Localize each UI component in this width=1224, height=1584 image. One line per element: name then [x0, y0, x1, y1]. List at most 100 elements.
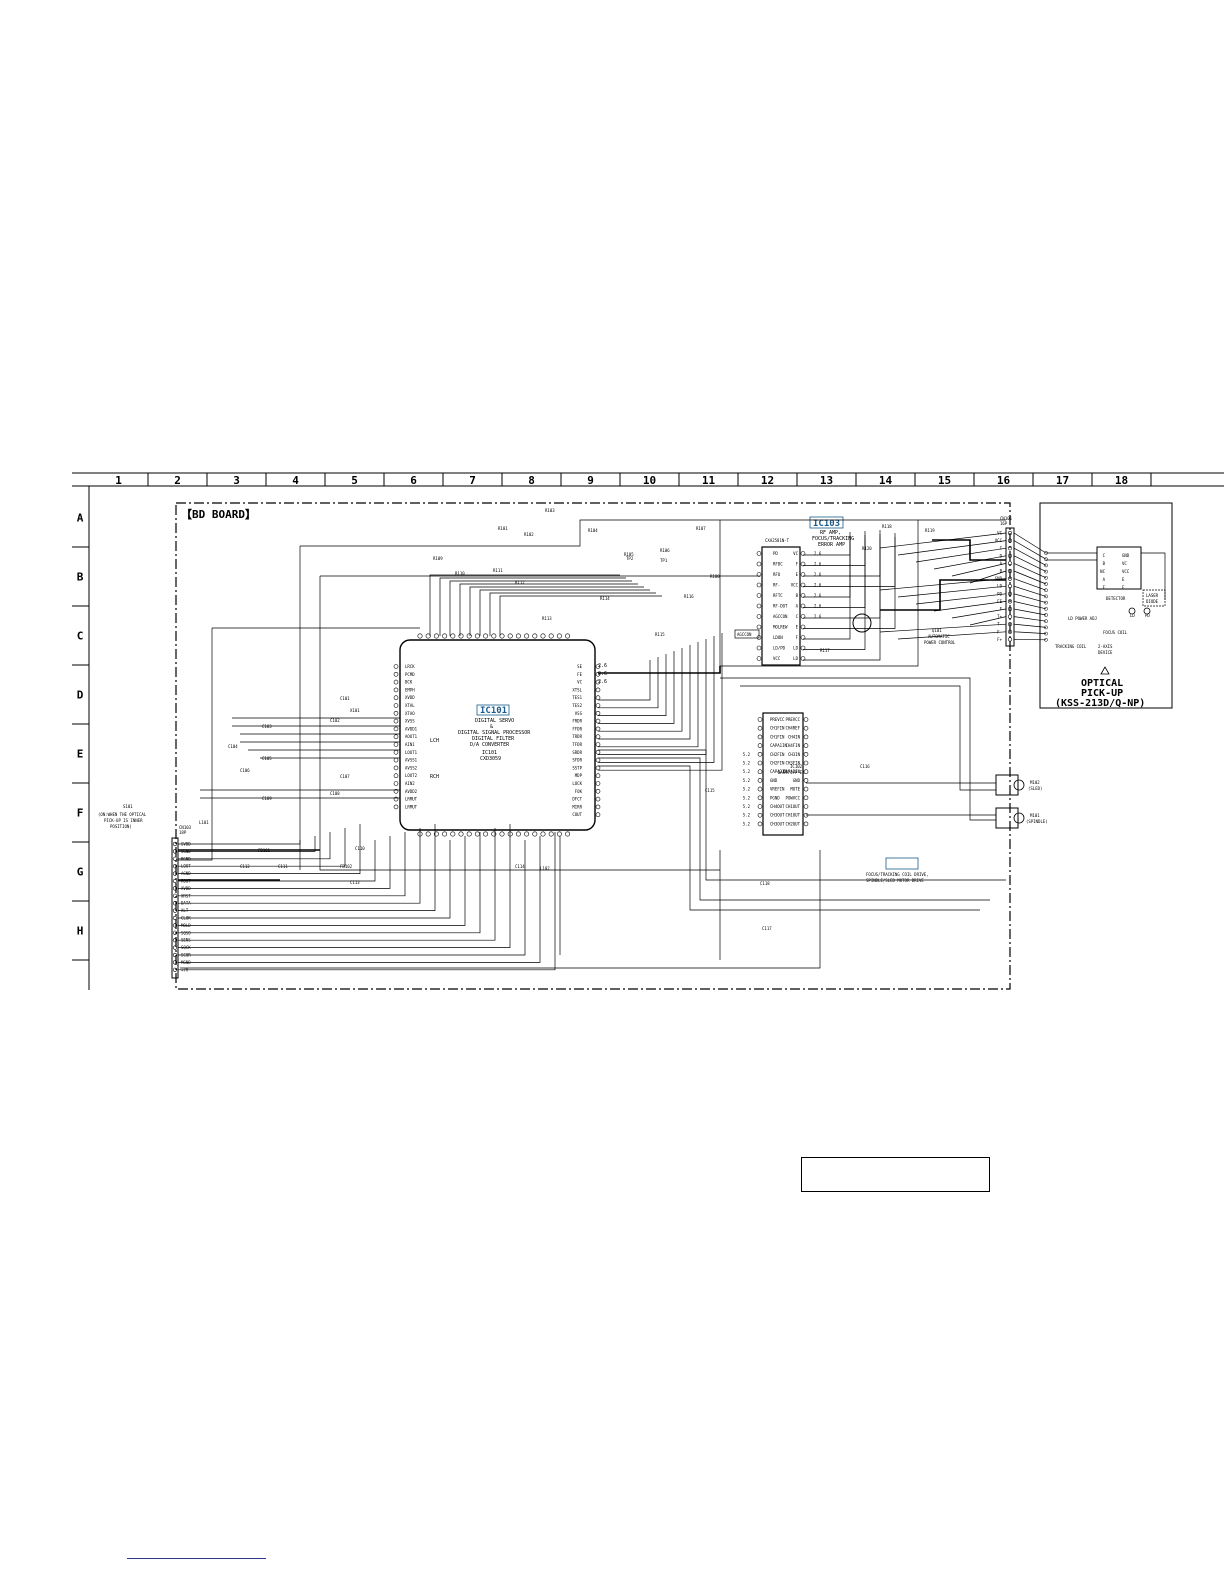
ic102-desc-2: SPINDLE/SLED MOTOR DRIVE [866, 878, 924, 883]
cn101-pin-3: D [1000, 553, 1003, 558]
wire [1013, 623, 1047, 628]
ic101-right-pin-pin-mark [595, 710, 601, 716]
ic103-desc-1: RF AMP, [820, 530, 841, 536]
cn103-pin-mark [172, 908, 178, 913]
ic101-top-pin [458, 633, 464, 639]
wire [933, 555, 1007, 570]
sled-motor-symbol [1013, 779, 1025, 791]
column-label-17: 17 [1056, 474, 1069, 487]
pickup-connector-pin [1044, 600, 1048, 605]
column-label-9: 9 [587, 474, 594, 487]
sled-motor-name: (SLED) [1028, 786, 1042, 791]
cn103-pin-mark [172, 871, 178, 876]
misc-label-3: L102 [540, 866, 550, 871]
column-label-16: 16 [997, 474, 1011, 487]
resistor-label-10: R111 [493, 568, 503, 573]
pickup-connector-pin [1044, 557, 1048, 562]
ic102-right-pin-7: GND [793, 778, 801, 783]
cn103-pin-mark [172, 923, 178, 928]
wire [740, 685, 996, 791]
ic103-left-pin-pin-mark [756, 603, 762, 609]
ic101-top-pin [556, 633, 562, 639]
ic102-left-pin-pin-mark [757, 804, 763, 809]
ic101-desc-3: DIGITAL SIGNAL PROCESSOR [458, 730, 531, 736]
ic103-right-pin-pin-mark [800, 572, 806, 577]
ic102-right-pin-12: CH2OUT [786, 821, 801, 826]
ic103-right-pin-10: LD [793, 656, 798, 661]
pickup-connector-pin [1044, 575, 1048, 580]
heavy-wire [932, 539, 1006, 561]
ic103-right-pin-pin-mark [800, 635, 806, 640]
ic102-left-pin-12: CH3OUT [770, 821, 785, 826]
ic101-badge [476, 704, 510, 716]
pickup-boundary [1039, 502, 1173, 709]
switch-desc-3: POSITION) [110, 824, 132, 829]
cn103-pin-mark [172, 952, 178, 958]
motors: M102 (SLED) M101 (SPINDLE) [995, 774, 1048, 829]
cn101-pin-13: F- [997, 629, 1002, 634]
ic103-value-6: 2.6 [814, 614, 822, 619]
cn101-pin-2: C [1000, 546, 1003, 551]
ic101-bottom-pin [565, 831, 571, 837]
ic102-value-6: 5.2 [743, 804, 751, 809]
wire [951, 563, 1007, 577]
ic103-left-pin-pin-mark [756, 656, 762, 661]
pickup-ld: LD [1130, 613, 1135, 618]
cap-label-0: C101 [340, 696, 350, 701]
ic101-left-pin-pin-mark [393, 703, 399, 708]
ic102-right-pin-2: CH4IN [788, 734, 801, 739]
ic103-right-pin-8: F [796, 635, 799, 640]
ic103-left-pin-9: LD/PD [773, 646, 786, 651]
ic102-right-pin-pin-mark [803, 786, 809, 792]
ic103-left-pin-pin-mark [756, 645, 762, 651]
wire [598, 651, 675, 724]
ic103-body [761, 546, 801, 666]
ic101-left-pin-17: LRMUT [405, 797, 418, 802]
ic101-top-pin [483, 633, 489, 639]
column-label-7: 7 [469, 474, 476, 487]
ic101-part-no: CXD3059 [480, 756, 501, 762]
ic102-left-pin-8: VREFIN [770, 787, 785, 792]
cn101-pin-8: PD [997, 591, 1002, 596]
cn103-pin-mark [172, 915, 178, 921]
wire [1013, 585, 1047, 597]
ic101-right-pin-pin-mark [595, 812, 601, 818]
ic101-left-pin-9: AOUT1 [405, 734, 418, 739]
wire [178, 832, 331, 860]
ic101-right-pin-pin-mark [595, 726, 601, 732]
ic102-badge [885, 857, 919, 870]
ic102-left-pin-9: PGND [770, 795, 780, 800]
ic102-right-pin-pin-mark [803, 778, 809, 783]
switch-desc-2: PICK-UP IS INNER [104, 818, 143, 823]
apc-transistor: Q101 AUTOMATIC POWER CONTROL [852, 613, 956, 645]
ic103-agccon-label: AGCCON [737, 632, 752, 637]
cn103-pin-mark [172, 938, 178, 943]
ic103-left-pin-6: AGCCON [773, 614, 788, 619]
ic103-value-1: 2.6 [814, 562, 822, 567]
ic101-top-pin [491, 633, 497, 639]
pickup-two-axis-2: DEVICE [1098, 650, 1113, 655]
ic103-left-pin-1: RFDC [773, 562, 783, 567]
resistor-label-16: R117 [820, 648, 830, 653]
ic102-value-7: 5.2 [743, 813, 751, 818]
ic103-right-pin-pin-mark [800, 593, 806, 598]
ic102-left-pin-4: CH2FIN [770, 752, 785, 757]
column-label-11: 11 [702, 474, 716, 487]
ic101-right-pin-pin-mark [595, 757, 601, 763]
wire [1141, 552, 1166, 600]
ic101-left-pin-pin-mark [393, 773, 399, 779]
ic102-value-8: 5.2 [743, 821, 751, 826]
ic103-left-pin-2: RFO [773, 572, 781, 577]
ic101-right-pin-pin-mark [595, 718, 601, 724]
ic103-left-pin-pin-mark [756, 551, 762, 556]
column-label-10: 10 [643, 474, 656, 487]
ic102-value-4: 5.2 [743, 787, 751, 792]
row-label-G: G [77, 866, 84, 879]
ic101-bottom-pin [442, 831, 448, 837]
cn103-pin-mark [172, 856, 178, 861]
column-label-12: 12 [761, 474, 774, 487]
wire [915, 593, 1007, 605]
